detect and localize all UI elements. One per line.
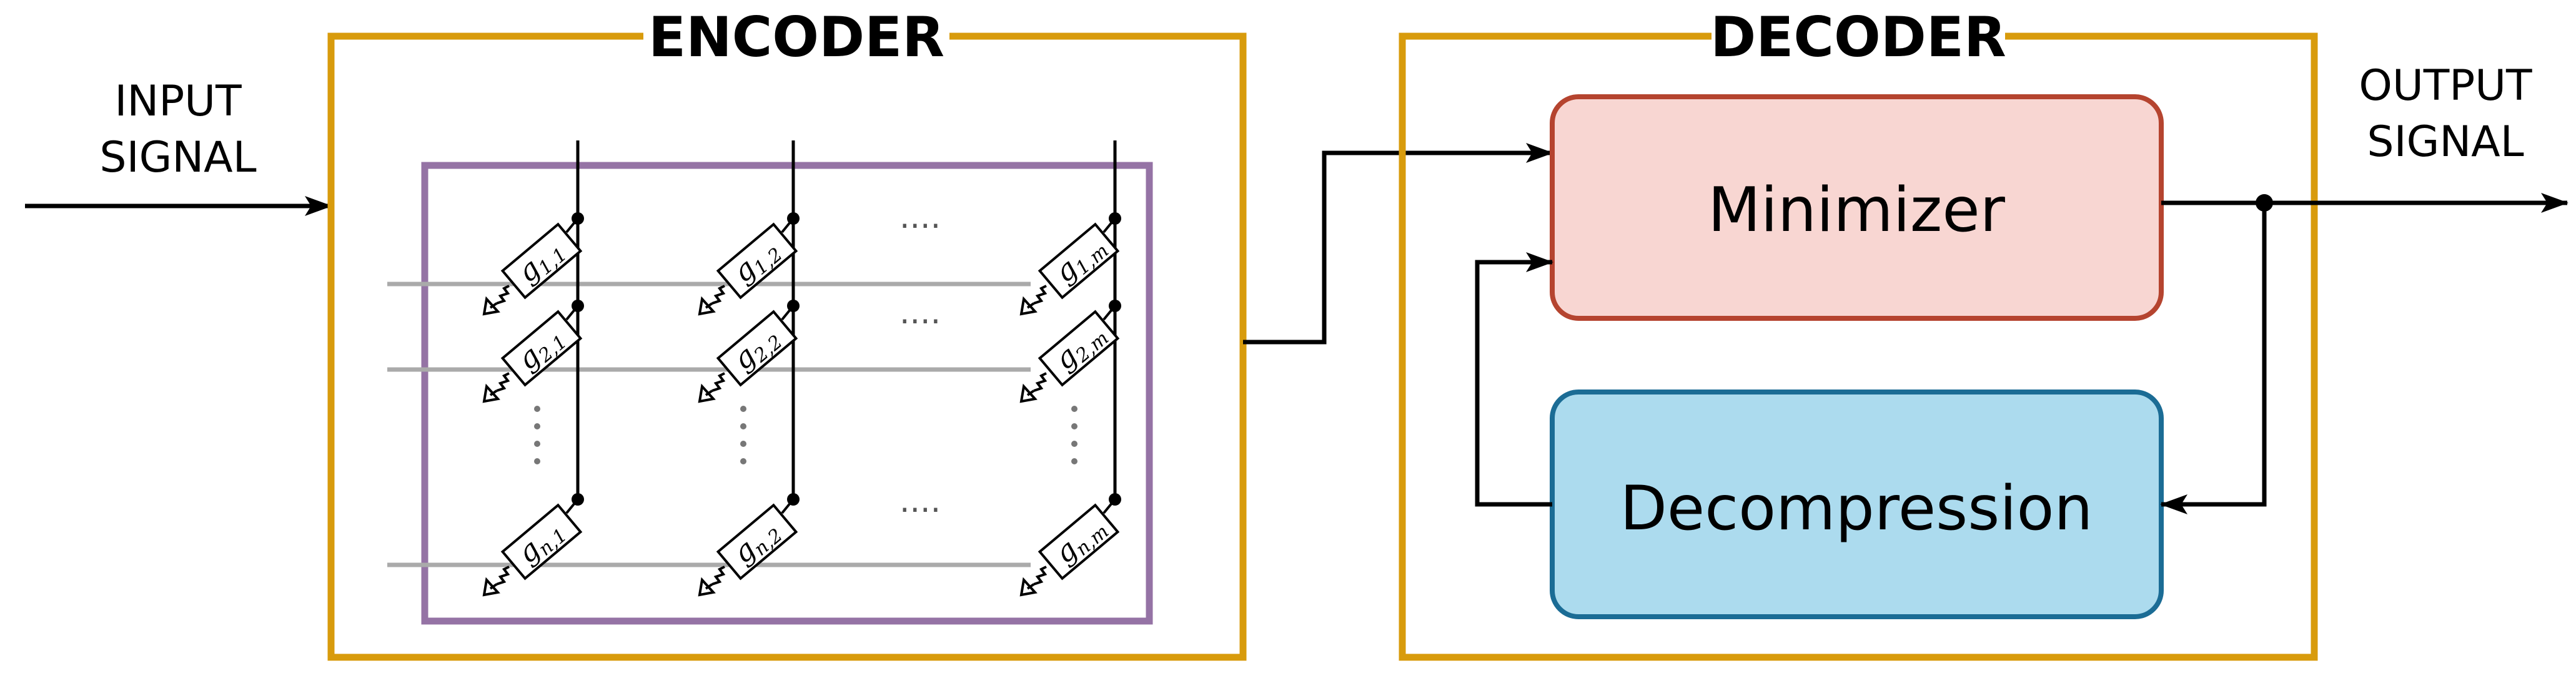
encoder-to-minimizer-arrow	[1243, 143, 1553, 345]
lead-wire	[1102, 305, 1116, 321]
column-ellipsis-dot-1	[534, 458, 540, 464]
memristor-rect	[500, 310, 583, 387]
memristor-rect	[1038, 222, 1120, 300]
memristor-cell: gn,m	[1019, 493, 1121, 597]
decompression-label: Decompression	[1620, 473, 2093, 544]
ground-lead	[1026, 302, 1035, 309]
encoder-title-bg	[643, 6, 949, 66]
input-signal-line1: INPUT	[114, 77, 242, 126]
zigzag-lead	[496, 566, 510, 585]
minimizer-block	[1550, 94, 2164, 321]
row-ellipsis-1: ····	[899, 208, 941, 245]
column-ellipsis-dot-3	[1071, 441, 1077, 447]
column-ellipsis-dot-1	[534, 441, 540, 447]
lead-wire	[565, 498, 579, 514]
zigzag-lead	[1033, 372, 1048, 392]
crossbar-array: ···· ···· ···· g1,1 g1,2 g1,m g2,1 g2,2 g2,m gn,1…	[387, 140, 1121, 597]
zigzag-lead	[1033, 285, 1048, 305]
ground-lead	[1026, 389, 1035, 396]
lead-wire	[1102, 217, 1116, 233]
memristor-body: gn,2	[716, 503, 798, 581]
memristor-body: g1,1	[500, 222, 583, 300]
memristor-body: g2,m	[1038, 310, 1120, 387]
row-ellipsis-3: ····	[899, 492, 941, 529]
column-ellipsis-dot-1	[534, 406, 540, 412]
memristor-cell: g1,m	[1019, 212, 1121, 316]
ground-lead	[489, 583, 498, 590]
lead-wire	[565, 305, 579, 321]
ground-lead	[489, 389, 498, 396]
ground-lead	[1026, 583, 1035, 590]
zigzag-lead	[496, 285, 510, 305]
memristor-body: g2,2	[716, 310, 798, 387]
memristor-rect	[1038, 310, 1120, 387]
memristor-cell: gn,2	[698, 493, 800, 597]
column-ellipsis-dot-3	[1071, 406, 1077, 412]
memristor-rect	[716, 503, 798, 581]
memristor-cell: g1,2	[698, 212, 800, 316]
memristor-body: g1,m	[1038, 222, 1120, 300]
lead-wire	[1102, 498, 1116, 514]
lead-wire	[781, 217, 795, 233]
column-ellipsis-dot-1	[534, 423, 540, 429]
decoder-title-bg	[1712, 6, 2005, 66]
column-ellipsis-dot-3	[1071, 423, 1077, 429]
memristor-body: gn,m	[1038, 503, 1120, 581]
memristor-cell: gn,1	[482, 493, 584, 597]
column-ellipsis-dot-2	[740, 406, 746, 412]
lead-wire	[565, 217, 579, 233]
memristor-cell: g2,2	[698, 300, 800, 403]
column-ellipsis-dot-2	[740, 423, 746, 429]
ground-lead	[705, 302, 713, 309]
lead-wire	[781, 498, 795, 514]
zigzag-lead	[711, 372, 726, 392]
lead-wire	[781, 305, 795, 321]
memristor-cell: g2,m	[1019, 300, 1121, 403]
memristor-rect	[716, 222, 798, 300]
zigzag-lead	[1033, 566, 1048, 585]
memristor-body: g1,2	[716, 222, 798, 300]
crossbar-box	[421, 162, 1153, 625]
memristor-cell: g1,1	[482, 212, 584, 316]
input-signal-label: INPUT SIGNAL	[99, 77, 256, 182]
memristor-rect	[716, 310, 798, 387]
ground-lead	[489, 302, 498, 309]
minimizer-label: Minimizer	[1708, 175, 2006, 246]
memristor-body: g2,1	[500, 310, 583, 387]
output-signal-line2: SIGNAL	[2367, 117, 2524, 167]
feedback-to-decompression-arrow	[2160, 203, 2267, 514]
zigzag-lead	[711, 285, 726, 305]
memristor-rect	[1038, 503, 1120, 581]
input-signal-line2: SIGNAL	[99, 133, 256, 182]
memristor-cell: g2,1	[482, 300, 584, 403]
output-signal-line1: OUTPUT	[2359, 61, 2532, 110]
output-signal-label: OUTPUT SIGNAL	[2359, 61, 2532, 167]
zigzag-lead	[711, 566, 726, 585]
ground-lead	[705, 583, 713, 590]
encoder-title: ENCODER	[648, 5, 944, 69]
ground-lead	[705, 389, 713, 396]
zigzag-lead	[496, 372, 510, 392]
column-ellipsis-dot-2	[740, 458, 746, 464]
row-ellipsis-2: ····	[899, 303, 941, 341]
decoder-title: DECODER	[1710, 5, 2006, 69]
memristor-body: gn,1	[500, 503, 583, 581]
decompression-to-minimizer-arrow	[1475, 252, 1553, 507]
column-ellipsis-dot-3	[1071, 458, 1077, 464]
column-ellipsis-dot-2	[740, 441, 746, 447]
memristor-rect	[500, 222, 583, 300]
memristor-rect	[500, 503, 583, 581]
